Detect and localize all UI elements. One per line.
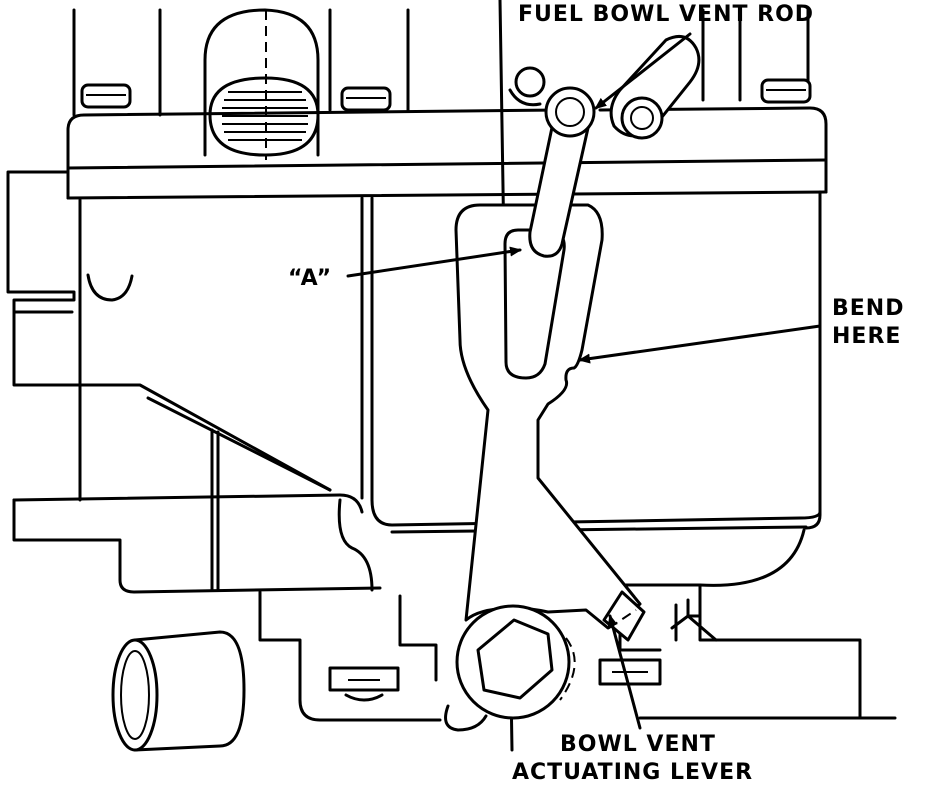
bend-here-label-line2: HERE bbox=[832, 324, 902, 349]
carburetor-cover bbox=[6, 106, 828, 387]
vent-rod-leader bbox=[594, 32, 692, 110]
bend-here-leader bbox=[578, 324, 822, 364]
bowl-vent-label-line1: BOWL VENT bbox=[560, 732, 716, 757]
bend-here-label-line1: BEND bbox=[832, 296, 905, 321]
bowl-vent-lever-leader bbox=[607, 614, 642, 730]
tube-fitting bbox=[111, 630, 246, 752]
a-marker-leader bbox=[346, 246, 522, 278]
leader-lines bbox=[346, 32, 822, 730]
vent-valve-cap bbox=[609, 34, 701, 140]
fuel-bowl-vent-rod-label: FUEL BOWL VENT ROD bbox=[518, 2, 815, 27]
fuel-bowl-vent-rod bbox=[508, 66, 596, 258]
fuel-inlet-fitting bbox=[203, 8, 320, 160]
screw-heads bbox=[80, 78, 812, 112]
fuel-bowl-body bbox=[78, 190, 822, 592]
top-studs bbox=[72, 8, 810, 117]
bowl-vent-actuating-lever bbox=[444, 203, 646, 732]
base-screws bbox=[328, 658, 662, 702]
bowl-vent-label-line2: ACTUATING LEVER bbox=[512, 760, 754, 785]
a-marker-label: “A” bbox=[288, 266, 333, 291]
base-flange bbox=[12, 493, 897, 722]
